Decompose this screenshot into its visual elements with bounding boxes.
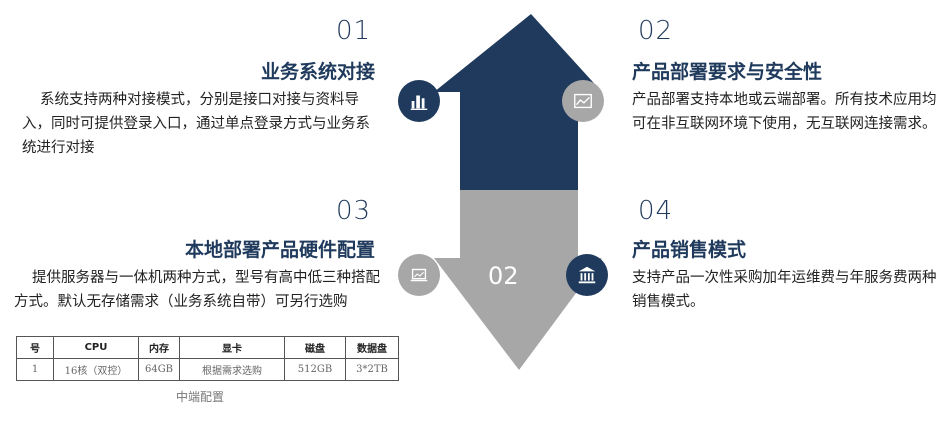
up-arrow xyxy=(434,14,602,190)
table-cell: 3*2TB xyxy=(345,358,399,381)
table-cell: 根据需求选购 xyxy=(179,358,285,381)
table-row: 1 16核（双控） 64GB 根据需求选购 512GB 3*2TB xyxy=(16,358,399,381)
section-04-number: 04 xyxy=(638,196,674,226)
section-03-number: 03 xyxy=(336,196,372,226)
table-header-cell: CPU xyxy=(53,336,139,359)
section-02-icon xyxy=(562,80,604,122)
arrow-label: 02 xyxy=(488,262,519,290)
section-04-icon xyxy=(566,254,608,296)
section-01-desc: 系统支持两种对接模式，分别是接口对接与资料导入，同时可提供登录入口，通过单点登录… xyxy=(22,92,370,156)
section-02-number: 02 xyxy=(638,16,674,46)
building-chart-icon xyxy=(410,95,428,110)
table-cell: 64GB xyxy=(138,358,180,381)
table-header-cell: 数据盘 xyxy=(345,336,399,359)
table-header-row: 号 CPU 内存 显卡 磁盘 数据盘 xyxy=(16,336,399,359)
table-cell: 16核（双控） xyxy=(53,358,139,381)
table-header-cell: 号 xyxy=(16,336,54,359)
section-02-desc: 产品部署支持本地或云端部署。所有技术应用均可在非互联网环境下使用，无互联网连接需… xyxy=(632,92,937,132)
down-arrow xyxy=(434,190,602,370)
section-03-title: 本地部署产品硬件配置 xyxy=(184,239,375,261)
table-cell: 512GB xyxy=(284,358,346,381)
section-03-desc: 提供服务器与一体机两种方式，型号有高中低三种搭配方式。默认无存储需求（业务系统自… xyxy=(14,270,380,310)
image-chart-icon xyxy=(574,93,592,109)
section-04-title: 产品销售模式 xyxy=(632,239,747,261)
hardware-spec-table: 号 CPU 内存 显卡 磁盘 数据盘 1 16核（双控） 64GB 根据需求选购… xyxy=(16,336,399,381)
laptop-chart-icon xyxy=(410,268,428,282)
bank-icon xyxy=(578,266,596,284)
section-01-icon xyxy=(398,80,440,122)
section-03-icon xyxy=(398,254,440,296)
section-01-number: 01 xyxy=(336,16,372,46)
table-header-cell: 显卡 xyxy=(179,336,285,359)
table-header-cell: 内存 xyxy=(138,336,180,359)
table-header-cell: 磁盘 xyxy=(284,336,346,359)
section-01-title: 业务系统对接 xyxy=(260,61,375,83)
table-caption: 中端配置 xyxy=(176,390,225,404)
section-04-desc: 支持产品一次性采购加年运维费与年服务费两种销售模式。 xyxy=(632,270,937,310)
section-02-title: 产品部署要求与安全性 xyxy=(632,61,823,83)
table-cell: 1 xyxy=(16,358,54,381)
